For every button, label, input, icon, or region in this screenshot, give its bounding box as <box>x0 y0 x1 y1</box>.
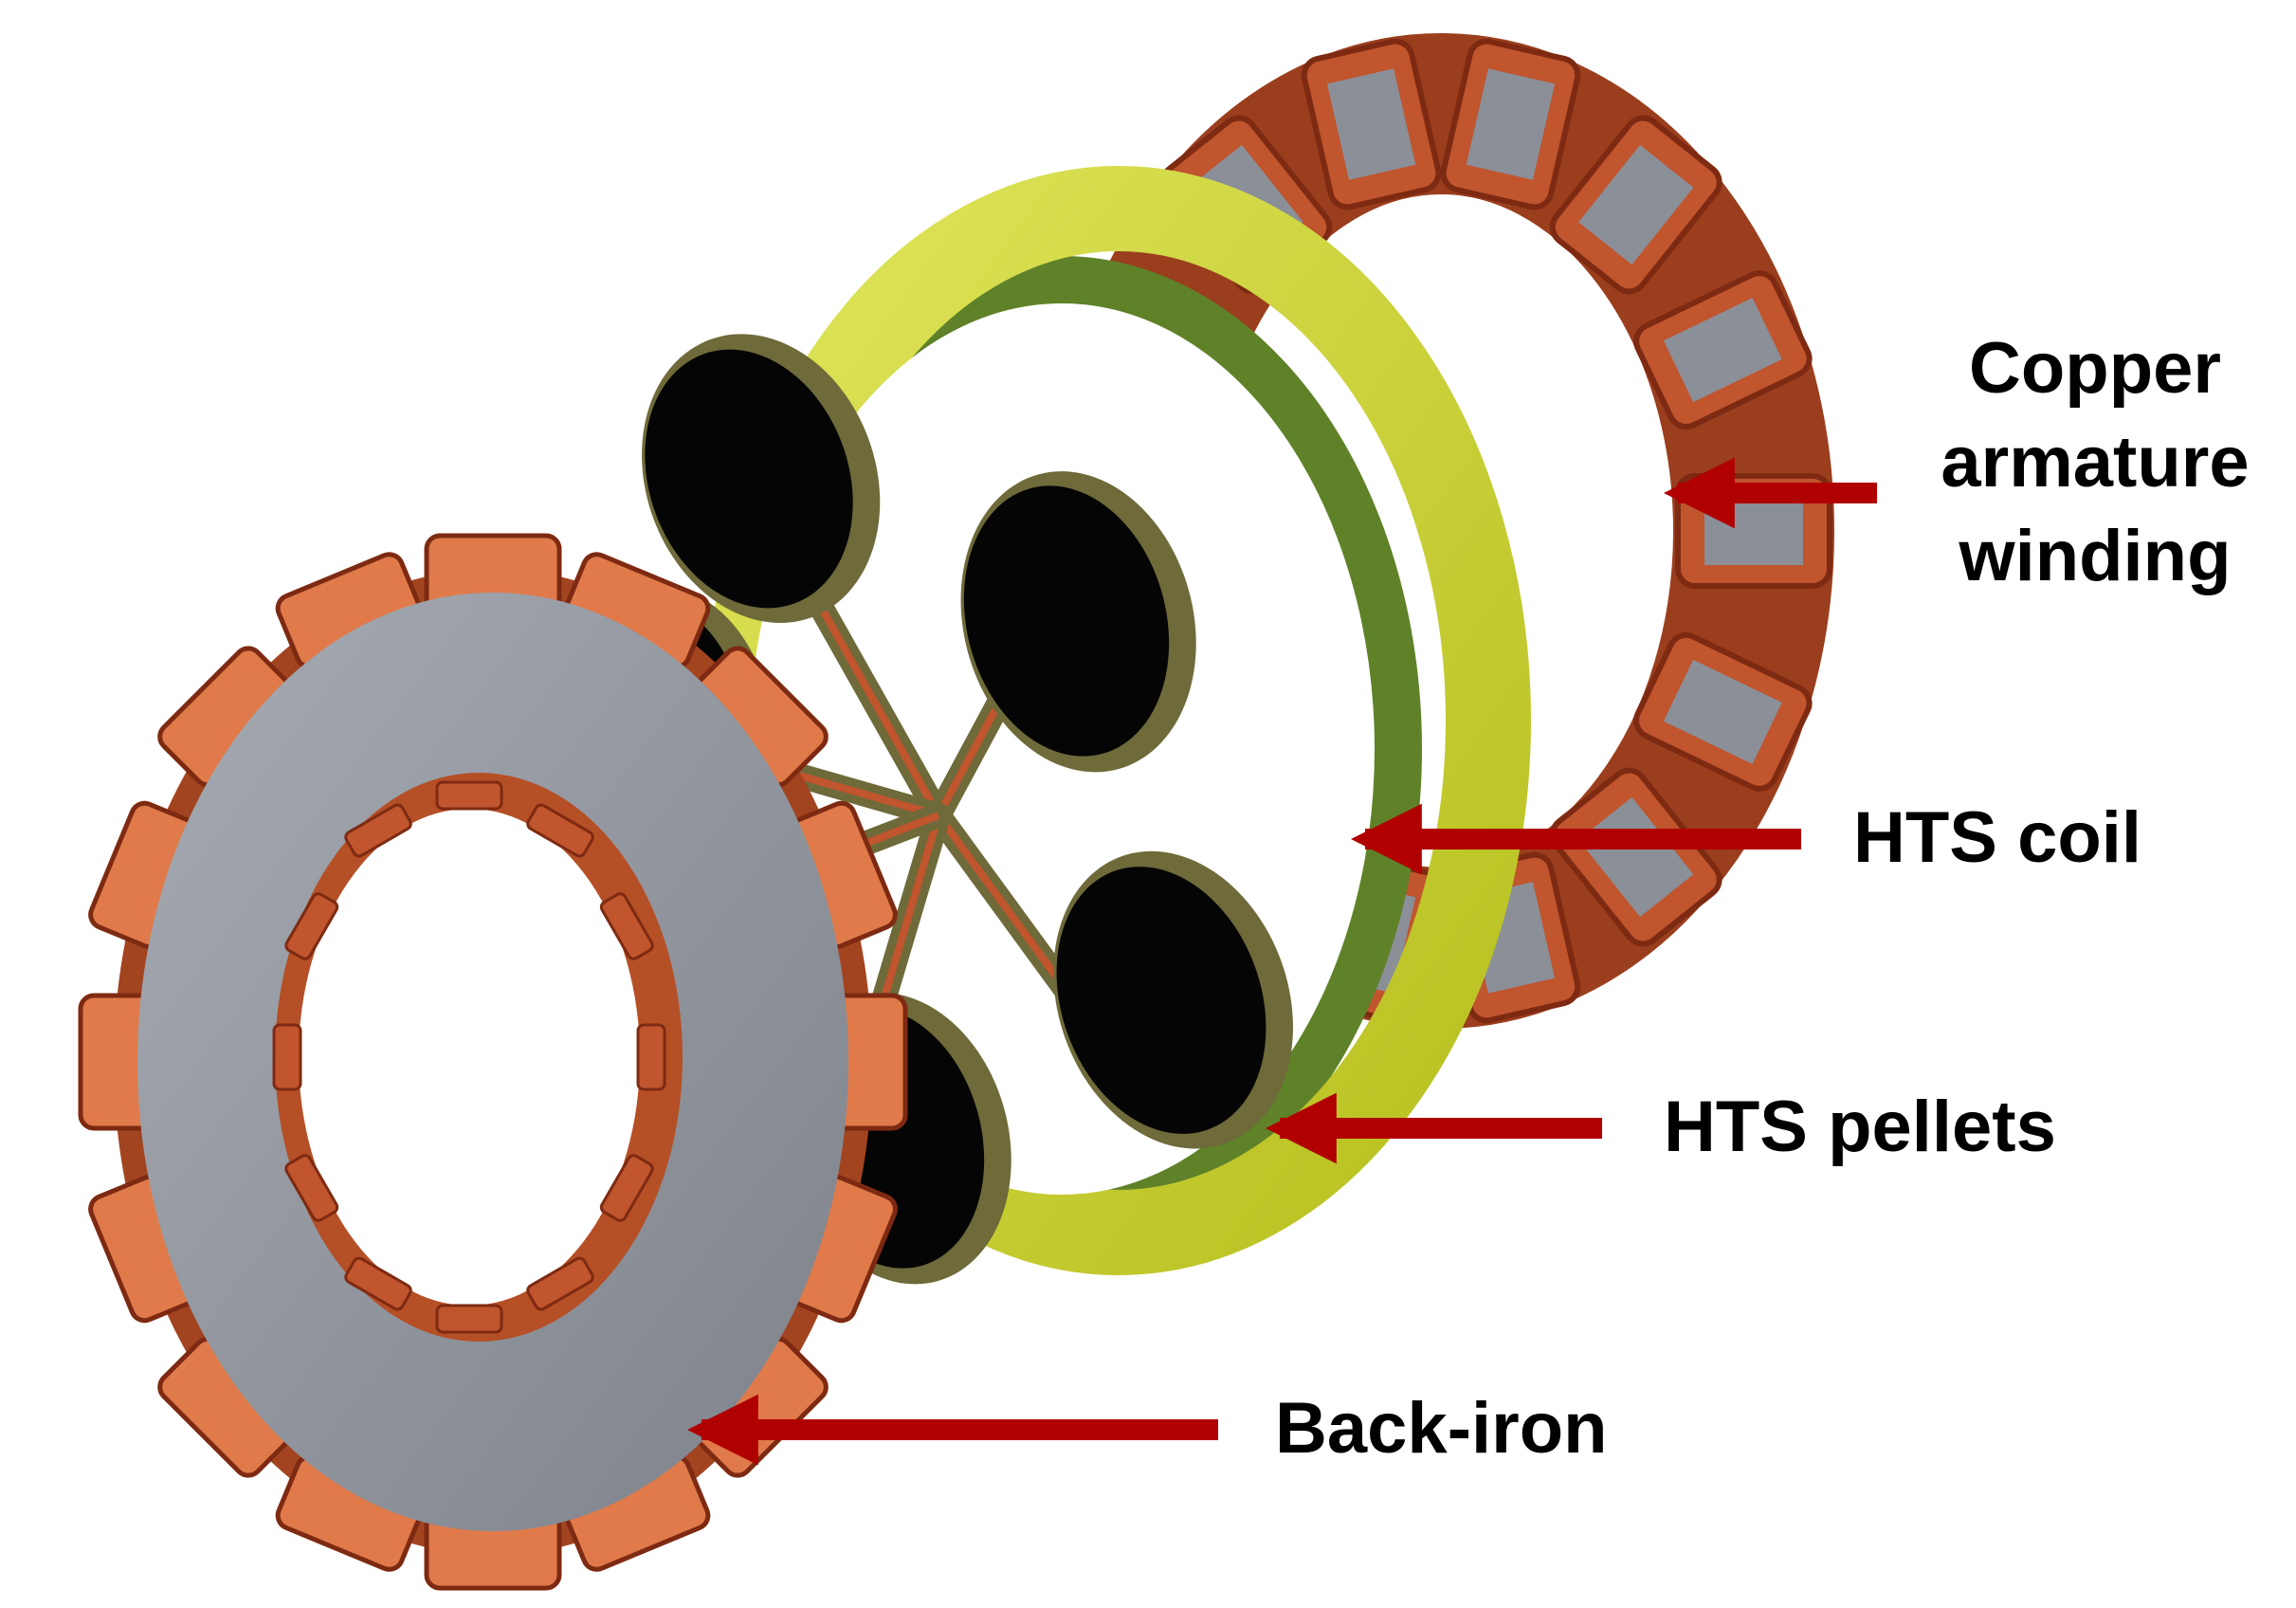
back-iron-inner-tooth <box>599 892 654 960</box>
armature-coil <box>1549 115 1722 295</box>
armature-coil-core <box>1326 68 1416 180</box>
armature-coil-core <box>1663 298 1782 403</box>
hts-pellet <box>645 349 853 609</box>
label-hts-coil: HTS coil <box>1853 797 2142 878</box>
armature-coil-core <box>1466 68 1556 180</box>
back-iron-inner-tooth <box>284 892 339 960</box>
label-back-iron: Back-iron <box>1275 1388 1608 1469</box>
armature-coil-core <box>1578 796 1694 918</box>
back-iron-inner-tooth <box>599 1154 654 1222</box>
back-iron-teeth <box>78 533 908 1591</box>
back-iron <box>78 533 908 1591</box>
hts-pellet <box>1056 867 1266 1134</box>
armature-coil <box>1633 631 1813 792</box>
back-iron-inner-tooth <box>344 1256 412 1311</box>
back-iron-inner-tooth <box>526 1256 594 1311</box>
label-copper-armature-line-1: Copper <box>1969 328 2221 409</box>
armature-coil <box>1549 767 1722 947</box>
back-iron-inner-tooth <box>284 1154 339 1222</box>
label-copper-armature-line-2: armature <box>1941 421 2250 502</box>
back-iron-inner-tooth <box>636 1023 666 1091</box>
label-copper-armature-line-3: winding <box>1959 515 2232 596</box>
label-copper-armature: Copper armature winding <box>1905 322 2285 603</box>
back-iron-inner-tooth <box>344 803 412 858</box>
back-iron-inner-teeth <box>272 780 666 1334</box>
armature-coil <box>1301 38 1442 210</box>
back-iron-inner-tooth <box>435 1304 503 1334</box>
annotation-arrows <box>687 457 1877 1466</box>
back-iron-inner-tooth <box>526 803 594 858</box>
label-hts-pellets: HTS pellets <box>1664 1087 2056 1167</box>
armature-coil <box>1440 38 1581 210</box>
armature-coil <box>1633 270 1813 430</box>
back-iron-bore <box>299 809 640 1306</box>
hts-pellet <box>963 485 1170 757</box>
armature-coil-core <box>1578 144 1694 265</box>
armature-coil-core <box>1663 659 1782 764</box>
back-iron-inner-tooth <box>272 1023 302 1091</box>
back-iron-inner-tooth <box>435 780 503 811</box>
armature-coil-core <box>1704 497 1803 565</box>
